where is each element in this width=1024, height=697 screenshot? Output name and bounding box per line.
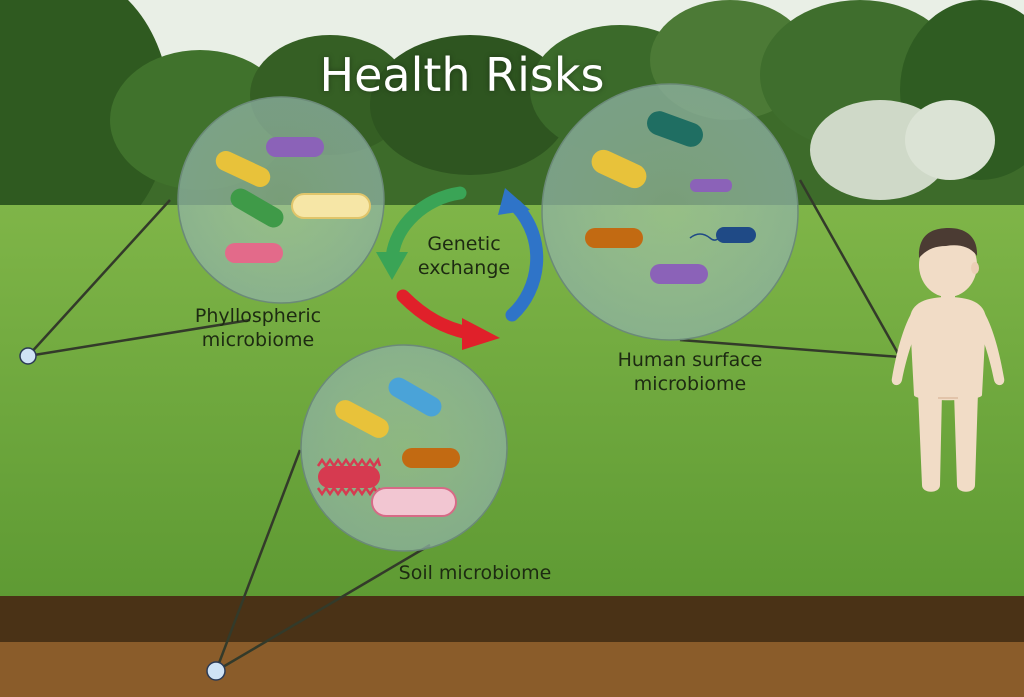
bacteria-icon [591, 149, 647, 189]
genetic-exchange-arrows [376, 186, 544, 350]
soil-layer [0, 642, 1024, 697]
diagram-title: Health Risks [319, 48, 605, 102]
soil-bubble [300, 344, 508, 552]
arrow-red-head [462, 318, 500, 350]
bacteria-icon [371, 487, 457, 517]
bacteria-icon [716, 227, 756, 243]
bacteria-icon [215, 150, 271, 188]
anchor-point-icon [206, 661, 226, 681]
anchor-point-icon [19, 347, 37, 365]
bacteria-icon [335, 400, 389, 438]
bacteria-icon [647, 111, 703, 147]
bacteria-icon [585, 228, 643, 248]
arrow-green-head [376, 252, 408, 280]
child-figure-icon [891, 228, 1005, 492]
arrow-blue [505, 199, 544, 322]
bacteria-icon [388, 377, 442, 417]
bacteria-icon [291, 193, 371, 219]
human-surface-bubble [541, 83, 799, 341]
bacteria-icon [230, 188, 284, 228]
arrow-blue-head [498, 188, 530, 215]
bacteria-icon [402, 448, 460, 468]
tree-line [0, 0, 1024, 250]
arrow-green [385, 186, 467, 265]
phyllospheric-bubble [177, 96, 385, 304]
soil-dark-layer [0, 596, 1024, 642]
bacteria-icon [690, 179, 732, 192]
connector-lines [27, 179, 902, 673]
bacteria-icon [225, 243, 283, 263]
arrow-red [396, 289, 475, 340]
phyllospheric-label: Phyllospheric microbiome [194, 305, 322, 351]
bacteria-icon [316, 457, 382, 497]
human-surface-label: Human surface microbiome [617, 349, 763, 395]
soil-label: Soil microbiome [398, 562, 552, 584]
bacteria-icon [650, 264, 708, 284]
grass-field [0, 205, 1024, 600]
genetic-exchange-label: Genetic exchange [417, 233, 511, 279]
bacteria-icon [266, 137, 324, 157]
